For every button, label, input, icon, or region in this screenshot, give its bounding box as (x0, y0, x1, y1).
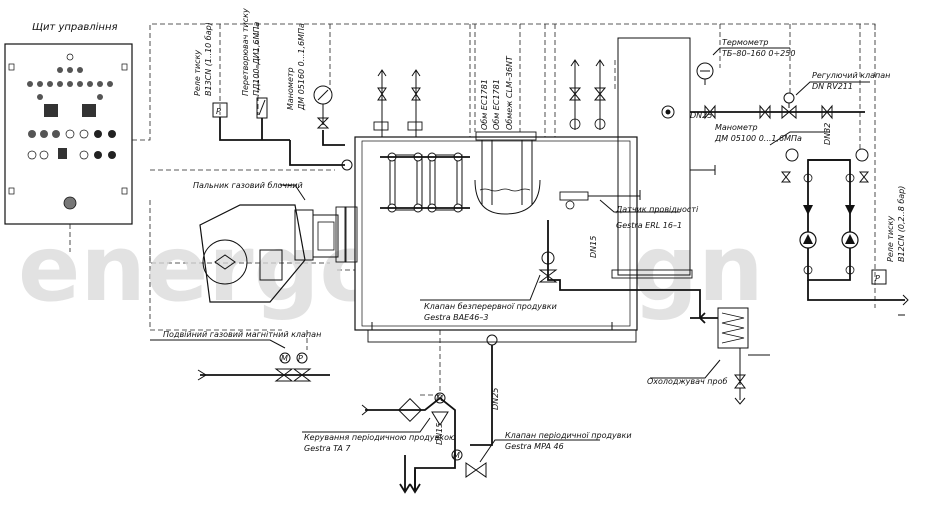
right-relay-model: B12CN (0,2..8 бар) (897, 186, 906, 262)
periodic-control-label: Керування періодичною продувкою (304, 433, 456, 442)
pipe-label-3: DN32 (823, 123, 832, 145)
cooler-label: Охолоджувач проб (647, 377, 727, 386)
periodic-valve-icon (451, 449, 463, 461)
probe-1-label: Обм ЕС1781 (480, 79, 489, 130)
pressure-transmitter-label: Перетворювач тиску (241, 8, 250, 96)
gas-valve-1-icon (279, 352, 291, 364)
stack-column (611, 37, 716, 279)
manometer-model: ДМ 05160 0...1,6МПа (297, 23, 306, 111)
probe-2-label: Обм ЕС1781 (492, 79, 501, 130)
pump-manometer-1-icon (785, 148, 799, 162)
emergency-stop-icon (63, 196, 77, 210)
gas-valve-1-symbol: M (281, 354, 288, 363)
periodic-control-symbol: M (436, 394, 443, 403)
pipe-label-2: DN15 (589, 236, 598, 258)
periodic-control-model: Gestra TA 7 (304, 444, 351, 453)
burner: Пальник газовий блочний (193, 181, 339, 303)
pressure-transmitter-model: ПД100–ДИ1,6МПа (252, 22, 261, 96)
continuous-blowdown-model: Gestra BAE46–3 (424, 313, 488, 322)
pump-manometer-model: ДМ 05100 0...1,6МПа (714, 134, 802, 143)
pump-manometer-label: Манометр (715, 123, 758, 132)
probe-3-label: Обмеж CLM–36NT (505, 55, 514, 130)
conductivity-sensor-model: Gestra ERL 16–1 (616, 221, 682, 230)
gas-valve-label: Подвійний газовий магнітний клапан (163, 330, 321, 339)
control-panel: Щит управління (4, 21, 133, 225)
boiler-body (335, 136, 638, 343)
safety-valves (373, 69, 423, 137)
level-probes: Обм ЕС1781 Обм ЕС1781 Обмеж CLM–36NT (474, 55, 541, 215)
pipe-label-5: DN15 (435, 423, 444, 445)
pressure-relay-model: B13CN (1..10 бар) (204, 22, 213, 96)
pump-manometer-2-icon (855, 148, 869, 162)
periodic-control-motor-icon (434, 392, 446, 404)
periodic-blowdown: DN25 DN15 DN32 DN25 DN15 M M Керування п… (302, 111, 832, 494)
continuous-blowdown: Клапан безперервної продувки Gestra BAE4… (420, 220, 701, 322)
display-right (82, 104, 96, 117)
pipe-label-4: DN25 (690, 111, 712, 120)
relay-symbol: P (216, 107, 221, 116)
right-pressure-relay: P Реле тиску B12CN (0,2..8 бар) (871, 186, 906, 285)
pipe-label-1: DN25 (491, 388, 500, 410)
control-valve-model: DN RV211 (812, 82, 853, 91)
gas-line: M P Подвійний газовий магнітний клапан (150, 330, 330, 382)
panel-buttons (27, 129, 116, 160)
filter-icon (397, 397, 423, 423)
pressure-relay-label: Реле тиску (193, 50, 202, 96)
control-panel-title: Щит управління (32, 21, 118, 33)
periodic-valve-model: Gestra MPA 46 (505, 442, 564, 451)
control-valve-actuator-icon (783, 92, 795, 104)
continuous-blowdown-label: Клапан безперервної продувки (424, 302, 557, 311)
burner-label: Пальник газовий блочний (193, 181, 303, 190)
sample-cooler: Охолоджувач проб (647, 307, 770, 405)
top-instruments: P Реле тиску B13CN (1..10 бар) Перетворю… (193, 8, 353, 171)
safety-valves-right (568, 59, 607, 130)
periodic-valve-label: Клапан періодичної продувки (505, 431, 632, 440)
right-relay-label: Реле тиску (886, 216, 895, 262)
display-left (44, 104, 58, 117)
conductivity-sensor: Датчик провідності Gestra ERL 16–1 (559, 190, 699, 230)
right-relay-symbol: P (875, 274, 880, 283)
boiler-tubes (380, 152, 470, 213)
thermometer-label: Термометр (722, 38, 769, 47)
thermometer: Термометр ТБ–80–160 0÷250 (696, 38, 795, 85)
gas-valve-2-icon (296, 352, 308, 364)
periodic-valve-symbol: M (453, 451, 460, 460)
indicator-lamps (27, 53, 113, 100)
control-valve-label: Регулючий клапан (812, 71, 890, 80)
conductivity-sensor-label: Датчик провідності (615, 205, 699, 214)
continuous-blowdown-icon (541, 251, 555, 265)
thermometer-model: ТБ–80–160 0÷250 (722, 49, 795, 58)
manometer-label: Манометр (286, 67, 295, 110)
steam-line: Регулючий клапан DN RV211 (690, 71, 890, 120)
pump-group: Манометр ДМ 05100 0...1,6МПа (714, 123, 909, 316)
gas-valve-2-symbol: P (298, 354, 303, 363)
